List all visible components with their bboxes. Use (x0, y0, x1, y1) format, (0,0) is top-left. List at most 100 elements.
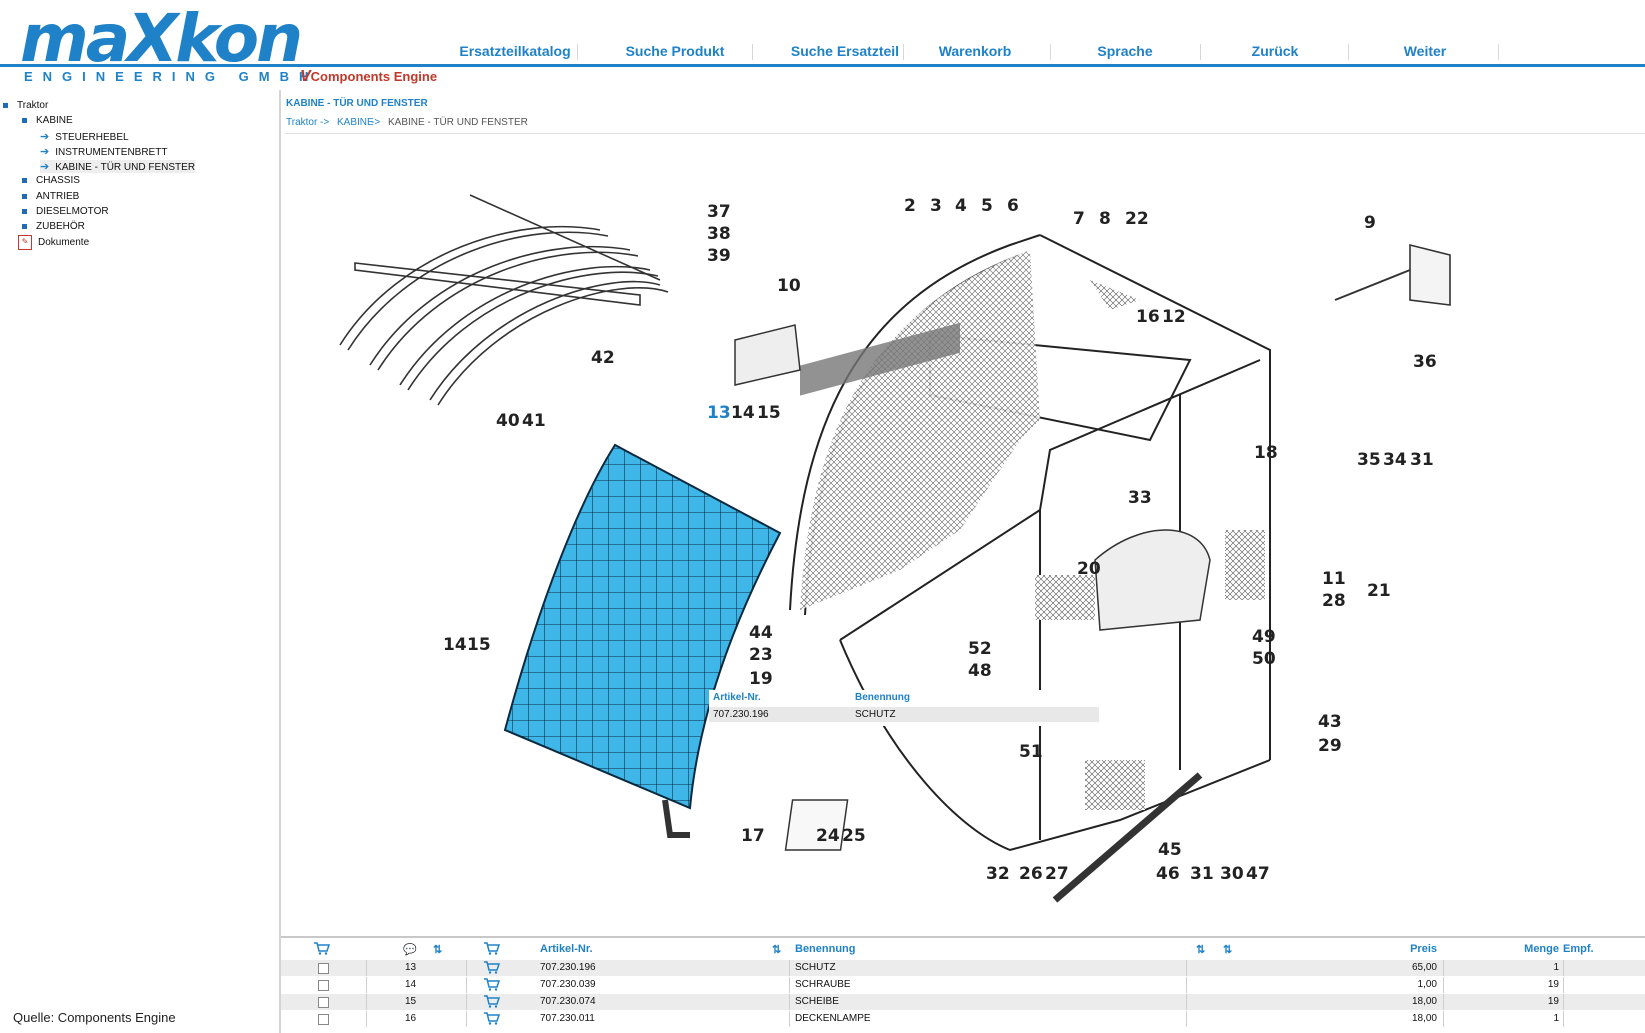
row-checkbox[interactable] (318, 997, 329, 1008)
callout-46[interactable]: 46 (1156, 864, 1180, 884)
cart-header-icon[interactable] (484, 942, 500, 955)
add-to-cart-icon[interactable] (484, 961, 500, 974)
callout-49[interactable]: 49 (1252, 627, 1276, 647)
nav-weiter[interactable]: Weiter (1403, 43, 1447, 59)
callout-38[interactable]: 38 (707, 224, 731, 244)
callout-28[interactable]: 28 (1322, 591, 1346, 611)
callout-22[interactable]: 22 (1125, 209, 1149, 229)
callout-14[interactable]: 14 (443, 635, 467, 655)
comment-icon[interactable]: 💬 (403, 944, 417, 956)
callout-44[interactable]: 44 (749, 623, 773, 643)
row-checkbox[interactable] (318, 963, 329, 974)
callout-19[interactable]: 19 (749, 669, 773, 689)
callout-15[interactable]: 15 (467, 635, 491, 655)
callout-2[interactable]: 2 (904, 196, 916, 216)
callout-16[interactable]: 16 (1136, 307, 1160, 327)
breadcrumb-traktor[interactable]: Traktor (286, 117, 318, 128)
nav-suche-produkt[interactable]: Suche Produkt (625, 43, 725, 59)
callout-52[interactable]: 52 (968, 639, 992, 659)
tree-item-chassis[interactable]: CHASSIS (22, 175, 80, 186)
callout-30[interactable]: 30 (1220, 864, 1244, 884)
callout-47[interactable]: 47 (1246, 864, 1270, 884)
callout-48[interactable]: 48 (968, 661, 992, 681)
callout-50[interactable]: 50 (1252, 649, 1276, 669)
callout-41[interactable]: 41 (522, 411, 546, 431)
nav-suche-ersatzteil[interactable]: Suche Ersatzteil (790, 43, 900, 59)
callout-20[interactable]: 20 (1077, 559, 1101, 579)
callout-7[interactable]: 7 (1073, 209, 1085, 229)
tree-item-zubehoer[interactable]: ZUBEHÖR (22, 221, 85, 232)
add-to-cart-icon[interactable] (484, 995, 500, 1008)
callout-27[interactable]: 27 (1045, 864, 1069, 884)
callout-21[interactable]: 21 (1367, 581, 1391, 601)
col-header-article[interactable]: Artikel-Nr. (540, 943, 593, 955)
callout-17[interactable]: 17 (741, 826, 765, 846)
callout-18[interactable]: 18 (1254, 443, 1278, 463)
callout-37[interactable]: 37 (707, 202, 731, 222)
sort-name2-icon[interactable]: ⇅ (1223, 944, 1233, 956)
callout-13[interactable]: 13 (707, 403, 731, 423)
callout-29[interactable]: 29 (1318, 736, 1342, 756)
tree-item-antrieb[interactable]: ANTRIEB (22, 191, 79, 202)
tree-item-dieselmotor[interactable]: DIESELMOTOR (22, 206, 109, 217)
panel-splitter[interactable] (279, 90, 281, 1033)
callout-6[interactable]: 6 (1007, 196, 1019, 216)
callout-15[interactable]: 15 (757, 403, 781, 423)
callout-10[interactable]: 10 (777, 276, 801, 296)
tree-item-traktor[interactable]: Traktor (3, 100, 48, 111)
callout-45[interactable]: 45 (1158, 840, 1182, 860)
callout-14[interactable]: 14 (731, 403, 755, 423)
col-header-qty[interactable]: Menge (1524, 943, 1559, 955)
breadcrumb-kabine[interactable]: KABINE (337, 117, 374, 128)
tree-item-steuerhebel[interactable]: ➔STEUERHEBEL (40, 130, 129, 143)
row-checkbox[interactable] (318, 980, 329, 991)
callout-31[interactable]: 31 (1410, 450, 1434, 470)
callout-4[interactable]: 4 (955, 196, 967, 216)
col-header-rec[interactable]: Empf. (1563, 943, 1594, 955)
callout-39[interactable]: 39 (707, 246, 731, 266)
callout-25[interactable]: 25 (842, 826, 866, 846)
tree-item-dokumente[interactable]: ✎Dokumente (18, 235, 89, 250)
nav-ersatzteilkatalog[interactable]: Ersatzteilkatalog (459, 43, 571, 59)
callout-11[interactable]: 11 (1322, 569, 1346, 589)
row-checkbox[interactable] (318, 1014, 329, 1025)
callout-36[interactable]: 36 (1413, 352, 1437, 372)
selected-part-13-protective-mesh[interactable] (503, 443, 782, 810)
tree-item-instrumentenbrett[interactable]: ➔INSTRUMENTENBRETT (40, 145, 167, 158)
callout-42[interactable]: 42 (591, 348, 615, 368)
sort-article-icon[interactable]: ⇅ (772, 944, 782, 956)
col-header-name[interactable]: Benennung (795, 943, 856, 955)
callout-35[interactable]: 35 (1357, 450, 1381, 470)
callout-24[interactable]: 24 (816, 826, 840, 846)
callout-34[interactable]: 34 (1383, 450, 1407, 470)
callout-51[interactable]: 51 (1019, 742, 1043, 762)
callout-8[interactable]: 8 (1099, 209, 1111, 229)
nav-warenkorb[interactable]: Warenkorb (938, 43, 1012, 59)
callout-43[interactable]: 43 (1318, 712, 1342, 732)
callout-32[interactable]: 32 (986, 864, 1010, 884)
callout-26[interactable]: 26 (1019, 864, 1043, 884)
callout-40[interactable]: 40 (496, 411, 520, 431)
callout-3[interactable]: 3 (930, 196, 942, 216)
nav-zurueck[interactable]: Zurück (1251, 43, 1299, 59)
callout-31[interactable]: 31 (1190, 864, 1214, 884)
callout-23[interactable]: 23 (749, 645, 773, 665)
nav-sprache[interactable]: Sprache (1097, 43, 1153, 59)
col-header-price[interactable]: Preis (1410, 943, 1437, 955)
callout-12[interactable]: 12 (1162, 307, 1186, 327)
cart-header-icon[interactable] (314, 942, 330, 955)
callout-5[interactable]: 5 (981, 196, 993, 216)
logo[interactable]: maXkon (20, 0, 303, 77)
add-to-cart-icon[interactable] (484, 978, 500, 991)
sort-name-icon[interactable]: ⇅ (1196, 944, 1206, 956)
sort-pos-icon[interactable]: ⇅ (433, 944, 443, 956)
callout-9[interactable]: 9 (1364, 213, 1376, 233)
add-to-cart-icon[interactable] (484, 1012, 500, 1025)
tree-item-kabine-tuer-und-fenster[interactable]: ➔KABINE - TÜR UND FENSTER (40, 160, 196, 173)
callout-33[interactable]: 33 (1128, 488, 1152, 508)
tree-item-kabine[interactable]: KABINE (22, 115, 73, 126)
